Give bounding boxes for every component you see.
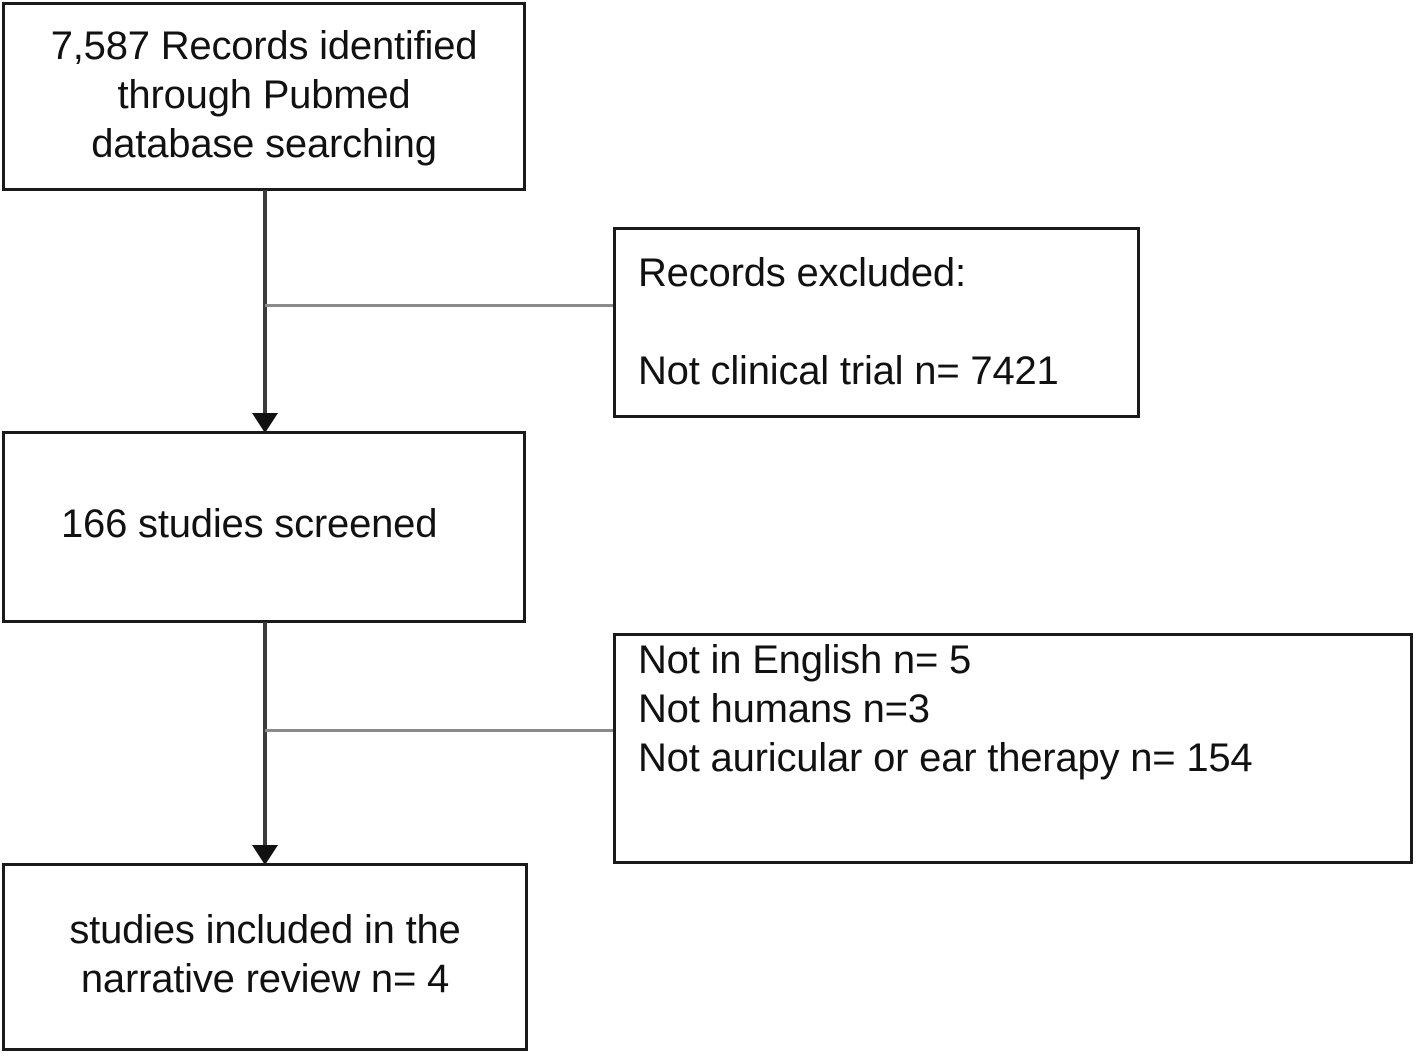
node-records-excluded-second: Not in English n= 5 Not humans n=3 Not a… [613,633,1413,864]
connector-screened-to-included [263,622,267,847]
node-records-identified-text: 7,587 Records identified through Pubmed … [50,24,478,166]
arrowhead-down-icon [252,413,278,433]
connector-identified-to-excluded [265,304,615,307]
node-studies-screened: 166 studies screened [2,431,526,623]
node-studies-screened-text: 166 studies screened [61,501,438,546]
connector-identified-to-screened [263,190,267,416]
node-records-excluded-second-text: Not in English n= 5 Not humans n=3 Not a… [638,638,1253,780]
arrowhead-down-icon [252,845,278,865]
node-studies-included: studies included in the narrative review… [2,863,528,1051]
node-records-identified: 7,587 Records identified through Pubmed … [2,2,526,191]
node-records-excluded-first-text: Records excluded: Not clinical trial n= … [638,251,1059,393]
node-studies-included-text: studies included in the narrative review… [69,908,461,1001]
node-records-excluded-first: Records excluded: Not clinical trial n= … [613,227,1140,418]
connector-screened-to-excluded [265,729,615,732]
